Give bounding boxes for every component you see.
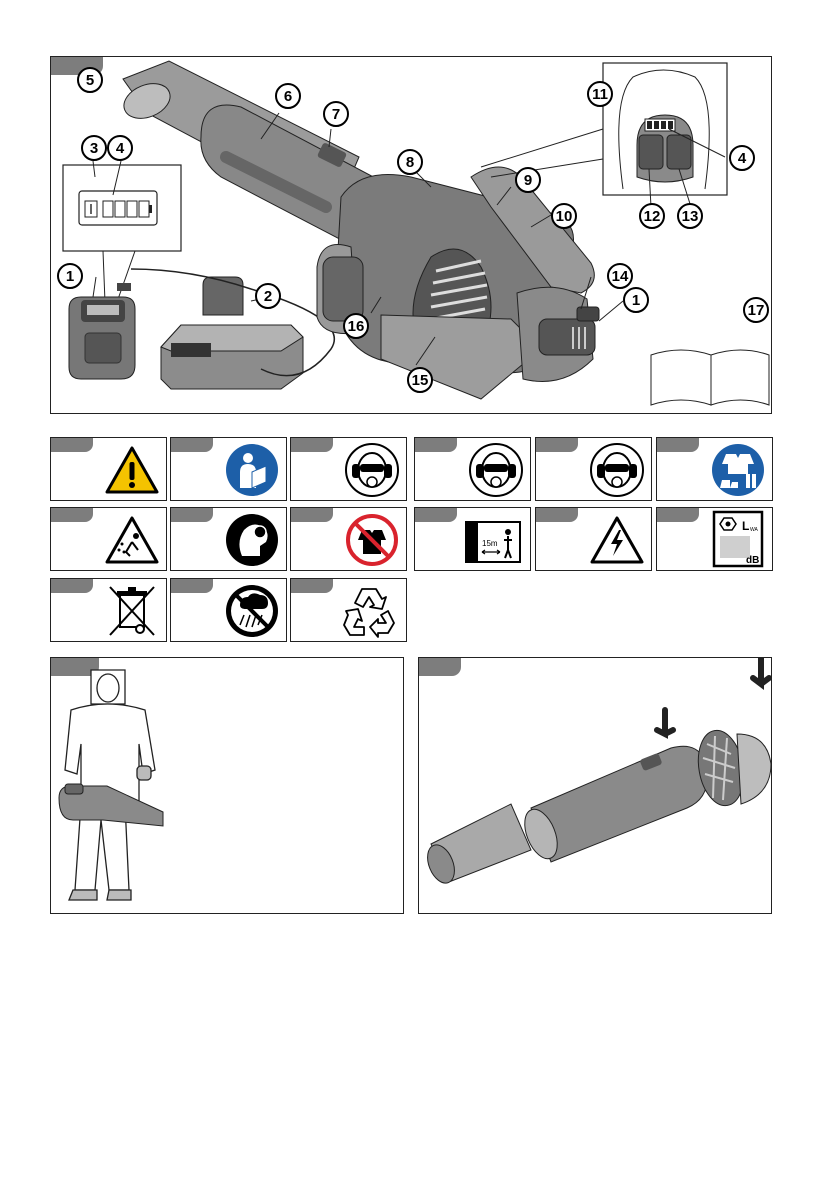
warning-triangle-icon — [104, 442, 160, 498]
symbol-cell-no-loose-clothing — [290, 507, 407, 571]
symbol-cell-recycle — [290, 578, 407, 642]
recycle-icon — [340, 581, 400, 639]
fan-housing — [693, 658, 771, 809]
callout-4-detail: 4 — [729, 145, 755, 171]
hair-entanglement-icon — [224, 512, 280, 568]
read-manual-icon — [224, 442, 280, 498]
nozzle-tip — [422, 804, 531, 887]
weee-bin-icon — [104, 581, 160, 639]
symbol-cell-keep-distance: 15m — [414, 507, 531, 571]
symbol-cell-no-rain — [170, 578, 287, 642]
battery-level-indicator — [103, 201, 152, 217]
wear-protective-clothing-icon — [710, 442, 766, 498]
symbol-cell-protection-2 — [414, 437, 531, 501]
blower-body — [317, 167, 599, 399]
thrown-objects-icon — [104, 512, 160, 568]
symbol-cell-weee — [50, 578, 167, 642]
symbol-cell-protective-clothing — [656, 437, 773, 501]
callout-11: 11 — [587, 81, 613, 107]
noise-unit: dB — [746, 555, 759, 566]
callout-1: 1 — [57, 263, 83, 289]
callout-2: 2 — [255, 283, 281, 309]
callout-13: 13 — [677, 203, 703, 229]
no-rain-icon — [224, 583, 280, 639]
sound-power-icon: L WA dB — [710, 510, 766, 568]
noise-symbol: L — [742, 519, 749, 533]
no-loose-clothing-icon — [344, 512, 400, 568]
wear-protection-icon — [344, 442, 400, 498]
callout-4: 4 — [107, 135, 133, 161]
callout-8: 8 — [397, 149, 423, 175]
symbol-cell-read-manual — [170, 437, 287, 501]
operator-figure — [50, 657, 404, 914]
symbol-cell-sound-power: L WA dB — [656, 507, 773, 571]
electric-shock-icon — [589, 512, 645, 568]
distance-label: 15m — [482, 539, 498, 548]
blower-held — [59, 784, 163, 826]
blower-tube-section — [518, 710, 707, 863]
battery-pack — [69, 297, 135, 379]
overview-figure: 5 6 7 3 4 8 9 10 11 4 12 13 1 2 14 1 16 … — [50, 56, 772, 414]
callout-5: 5 — [77, 67, 103, 93]
callout-1-body: 1 — [623, 287, 649, 313]
callout-10: 10 — [551, 203, 577, 229]
overview-drawing — [51, 57, 772, 414]
operator-with-blower-drawing — [51, 658, 404, 914]
charger — [117, 269, 334, 389]
callout-7: 7 — [323, 101, 349, 127]
noise-subscript: WA — [750, 527, 759, 533]
tube-assembly-drawing — [419, 658, 772, 914]
assembly-figure — [418, 657, 772, 914]
callout-16: 16 — [343, 313, 369, 339]
symbol-cell-protection-1 — [290, 437, 407, 501]
symbol-cell-thrown-objects — [50, 507, 167, 571]
callout-12: 12 — [639, 203, 665, 229]
callout-6: 6 — [275, 83, 301, 109]
callout-14: 14 — [607, 263, 633, 289]
callout-9: 9 — [515, 167, 541, 193]
symbol-cell-warning — [50, 437, 167, 501]
manual-book — [651, 350, 769, 405]
symbol-cell-electric-shock — [535, 507, 652, 571]
symbol-cell-hair-entanglement — [170, 507, 287, 571]
wear-protection-icon — [589, 442, 645, 498]
callout-17: 17 — [743, 297, 769, 323]
symbol-cell-protection-3 — [535, 437, 652, 501]
wear-protection-icon — [468, 442, 524, 498]
keep-distance-icon: 15m — [462, 512, 524, 568]
callout-3: 3 — [81, 135, 107, 161]
callout-15: 15 — [407, 367, 433, 393]
